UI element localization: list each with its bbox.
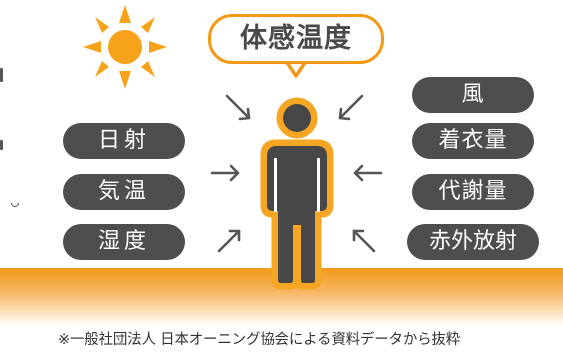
arrow-icon	[353, 164, 383, 182]
arrow-icon	[338, 94, 364, 121]
factor-pill-air-temperature: 気温	[63, 174, 185, 210]
factor-pill-humidity: 湿度	[63, 224, 185, 260]
source-footnote: ※一般社団法人 日本オーニング協会による資料データから抜粋	[58, 332, 461, 348]
factor-pill-metabolism: 代謝量	[412, 174, 534, 210]
factor-pill-infrared-radiation: 赤外放射	[407, 224, 539, 260]
arrow-icon	[352, 229, 376, 253]
title-bubble: 体感温度	[208, 14, 384, 64]
factor-pill-solar-radiation: 日射	[63, 123, 185, 159]
arrow-icon	[225, 94, 251, 121]
person-icon	[260, 97, 334, 290]
sun-icon	[83, 5, 167, 89]
edge-fragment-top	[0, 68, 3, 82]
edge-fragment-middle	[0, 140, 3, 150]
factor-pill-clothing: 着衣量	[412, 123, 534, 159]
influence-arrows	[210, 94, 383, 253]
arrow-icon	[217, 229, 241, 253]
arrow-icon	[210, 164, 240, 182]
factor-pill-wind: 風	[412, 77, 534, 113]
